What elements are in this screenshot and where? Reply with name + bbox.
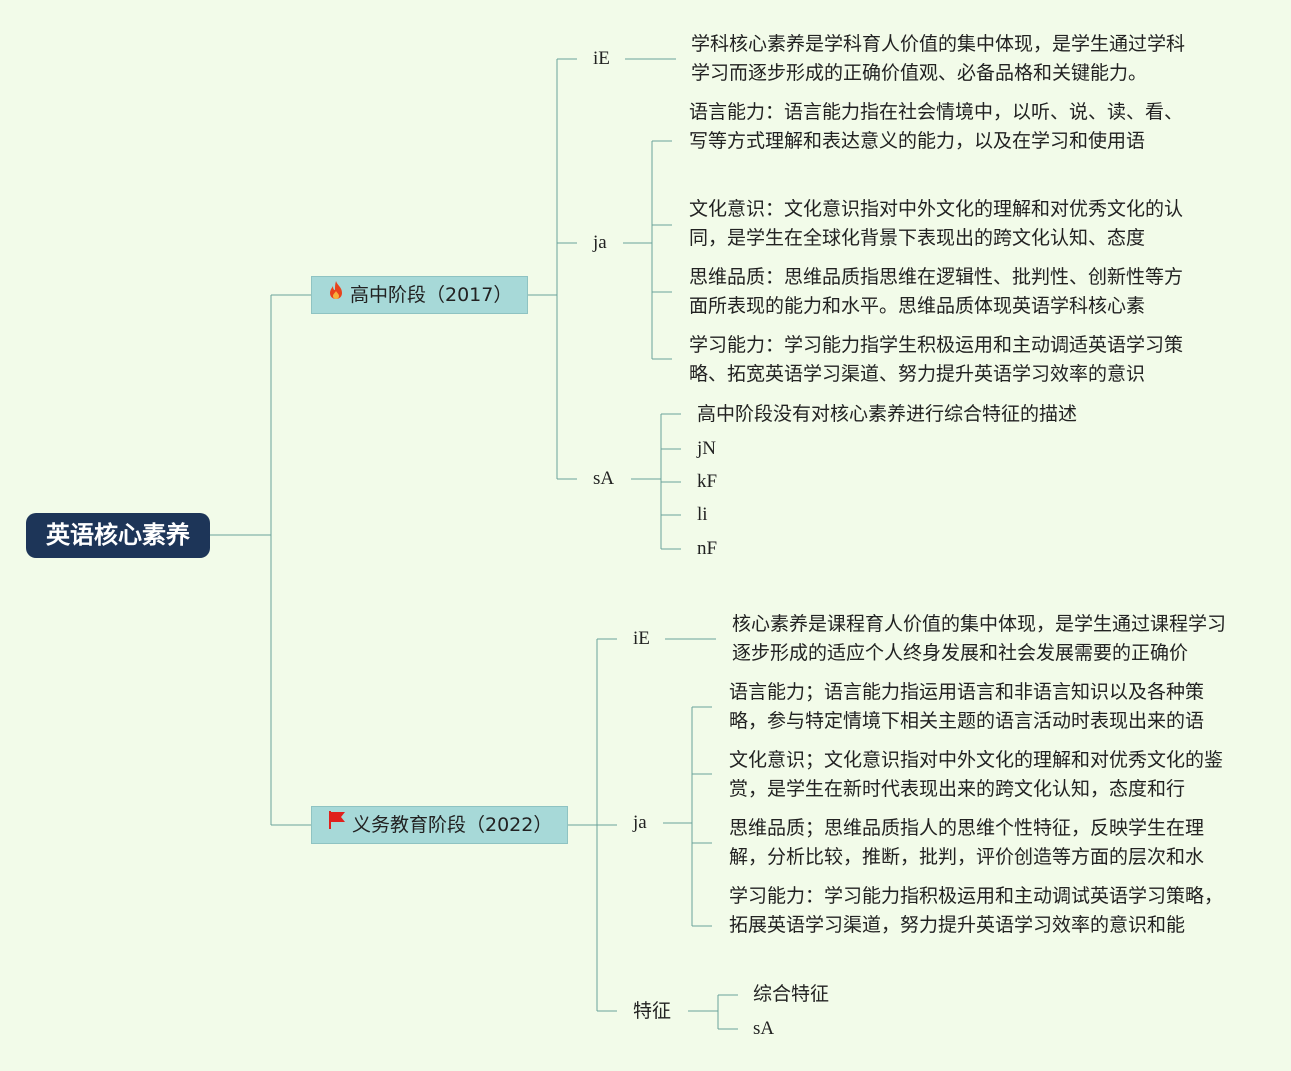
leaf-thinking-quality[interactable]: 思维品质：思维品质指思维在逻辑性、批判性、创新性等方面所表现的能力和水平。思维品… [689, 266, 1184, 317]
leaf-language-ability[interactable]: 语言能力：语言能力指在社会情境中，以听、说、读、看、写等方式理解和表达意义的能力… [689, 101, 1184, 152]
node-sa[interactable]: sA [593, 468, 615, 489]
leaf-cultural-awareness[interactable]: 文化意识：文化意识指对中外文化的理解和对优秀文化的认同，是学生在全球化背景下表现… [689, 198, 1184, 249]
leaf-nf[interactable]: nF [697, 538, 718, 559]
leaf-language-ability[interactable]: 语言能力；语言能力指运用语言和非语言知识以及各种策略，参与特定情境下相关主题的语… [729, 681, 1205, 732]
node-ie[interactable]: iE [633, 628, 650, 649]
leaf-learning-ability[interactable]: 学习能力：学习能力指学生积极运用和主动调适英语学习策略、拓宽英语学习渠道、努力提… [689, 334, 1184, 385]
branch-label: 义务教育阶段（2022） [352, 814, 553, 836]
leaf-thinking-quality[interactable]: 思维品质；思维品质指人的思维个性特征，反映学生在理解，分析比较，推断，批判，评价… [729, 817, 1205, 868]
node-features[interactable]: 特征 [633, 1000, 672, 1022]
leaf-li[interactable]: li [697, 504, 708, 525]
leaf-sa[interactable]: sA [753, 1018, 775, 1039]
leaf-kf[interactable]: kF [697, 471, 718, 492]
root-node[interactable]: 英语核心素养 [26, 513, 210, 558]
branch-compulsory-education[interactable]: 义务教育阶段（2022） [311, 806, 568, 844]
node-ja[interactable]: ja [633, 812, 647, 833]
leaf-jn[interactable]: jN [697, 438, 716, 459]
leaf-learning-ability[interactable]: 学习能力：学习能力指积极运用和主动调试英语学习策略，拓展英语学习渠道，努力提升英… [729, 885, 1224, 936]
branch-label: 高中阶段（2017） [350, 284, 513, 306]
node-ja[interactable]: ja [593, 232, 607, 253]
red-flag-icon [328, 806, 346, 842]
node-ie[interactable]: iE [593, 48, 610, 69]
leaf-comprehensive-features[interactable]: 综合特征 [753, 983, 830, 1005]
leaf-definition[interactable]: 核心素养是课程育人价值的集中体现，是学生通过课程学习逐步形成的适应个人终身发展和… [732, 613, 1227, 664]
fire-icon [328, 276, 344, 312]
branch-high-school[interactable]: 高中阶段（2017） [311, 276, 528, 314]
leaf-no-description[interactable]: 高中阶段没有对核心素养进行综合特征的描述 [697, 403, 1078, 425]
leaf-definition[interactable]: 学科核心素养是学科育人价值的集中体现，是学生通过学科学习而逐步形成的正确价值观、… [691, 33, 1186, 84]
leaf-cultural-awareness[interactable]: 文化意识；文化意识指对中外文化的理解和对优秀文化的鉴赏，是学生在新时代表现出来的… [729, 749, 1224, 800]
